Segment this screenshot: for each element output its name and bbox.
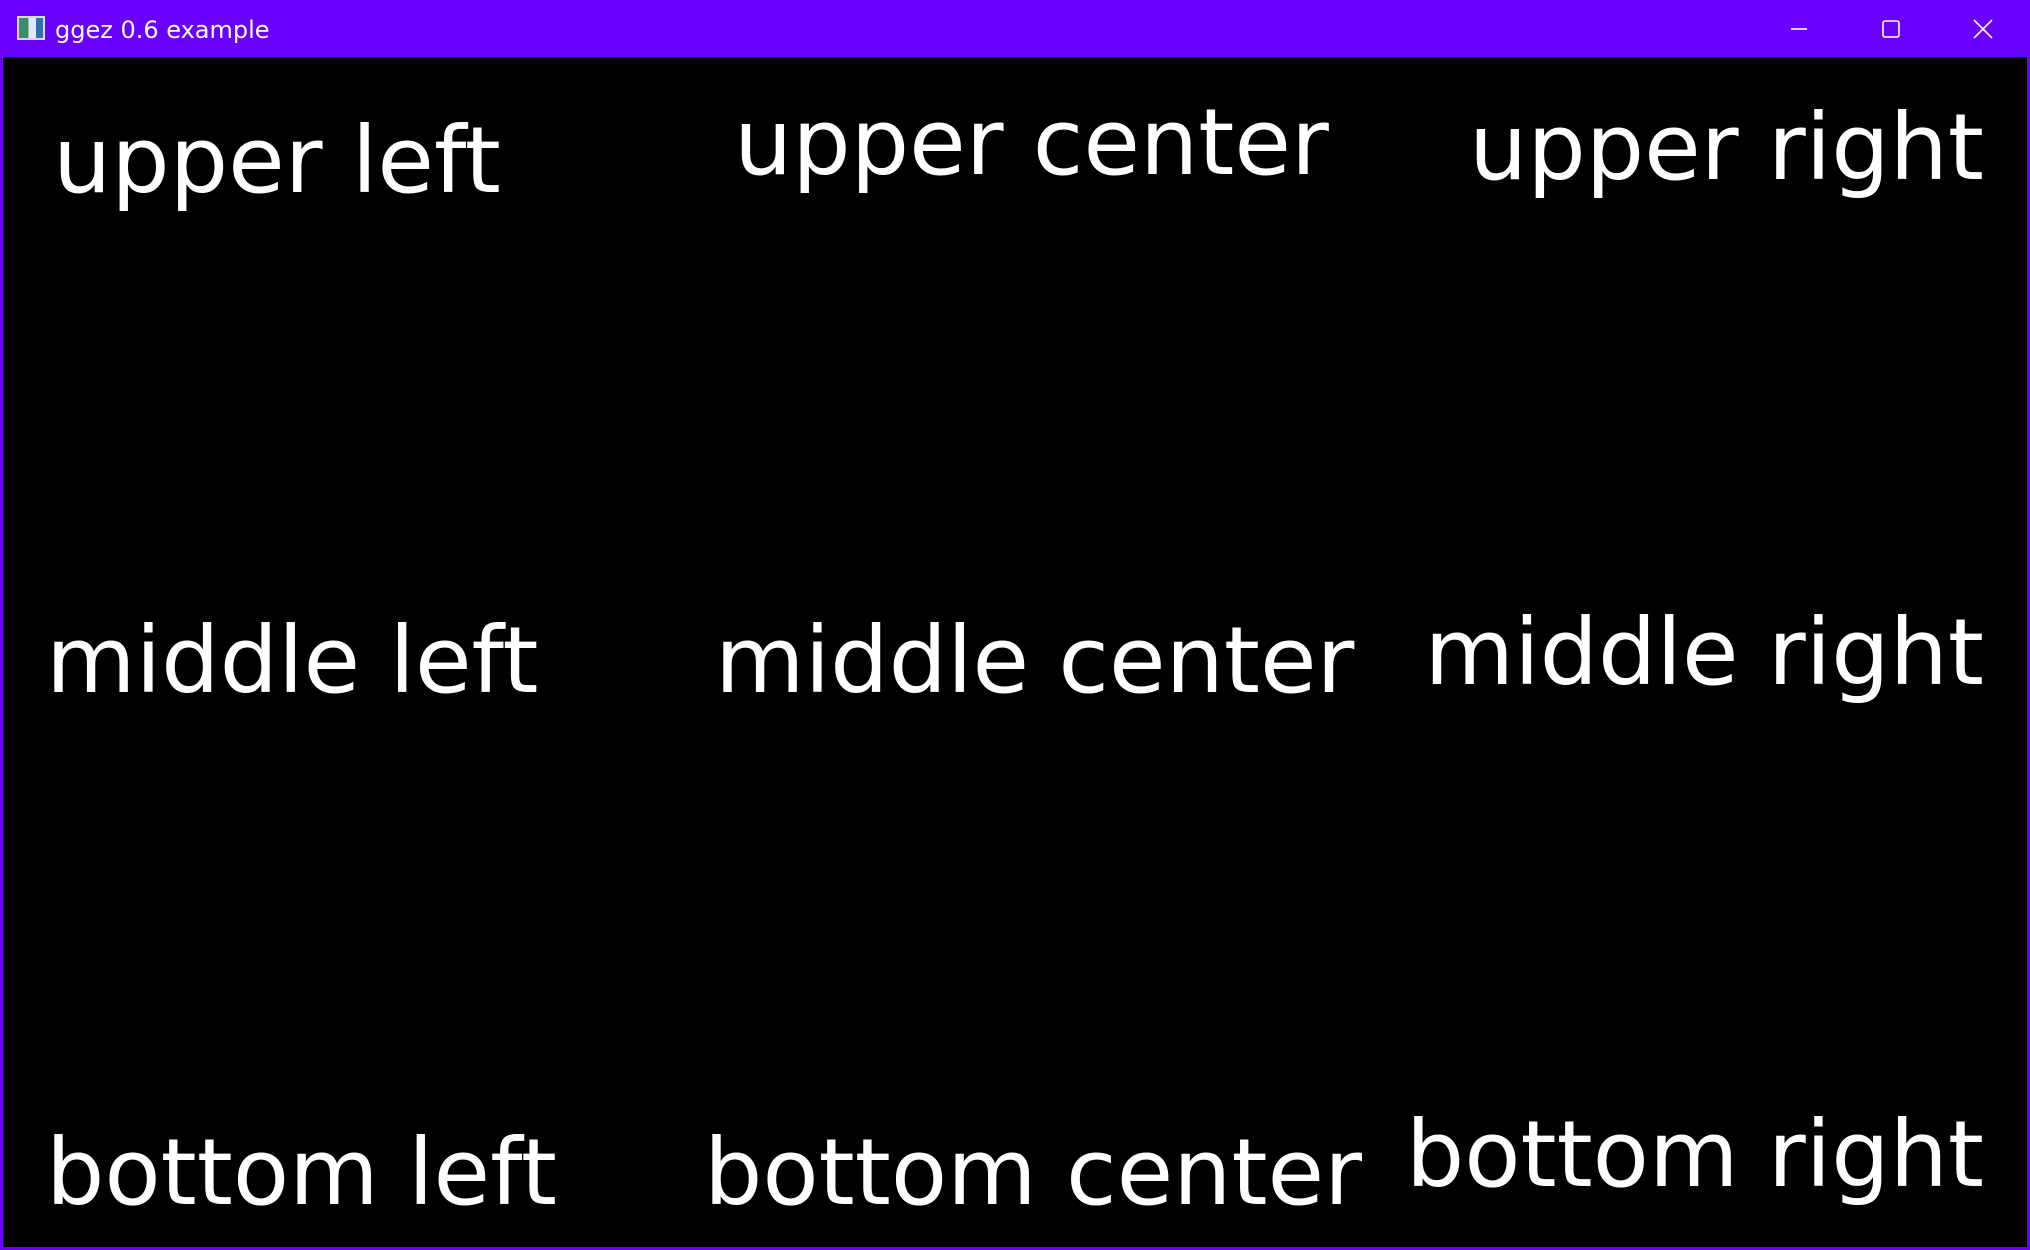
maximize-icon xyxy=(1881,19,1901,39)
app-icon xyxy=(17,16,45,40)
middle-center-label: middle center xyxy=(715,607,1355,714)
upper-right-label: upper right xyxy=(1469,94,1984,201)
maximize-button[interactable] xyxy=(1845,0,1937,57)
title-bar[interactable]: ggez 0.6 example xyxy=(3,0,2027,57)
minimize-icon xyxy=(1789,19,1809,39)
bottom-right-label: bottom right xyxy=(1405,1101,1984,1208)
middle-right-label: middle right xyxy=(1424,599,1984,706)
bottom-center-label: bottom center xyxy=(704,1119,1362,1226)
upper-left-label: upper left xyxy=(53,107,501,214)
window-title: ggez 0.6 example xyxy=(55,16,270,44)
close-icon xyxy=(1972,18,1994,40)
upper-center-label: upper center xyxy=(734,89,1329,196)
bottom-left-label: bottom left xyxy=(46,1119,557,1226)
close-button[interactable] xyxy=(1937,0,2029,57)
minimize-button[interactable] xyxy=(1753,0,1845,57)
middle-left-label: middle left xyxy=(46,607,539,714)
game-canvas[interactable]: upper left upper center upper right midd… xyxy=(3,57,2027,1247)
